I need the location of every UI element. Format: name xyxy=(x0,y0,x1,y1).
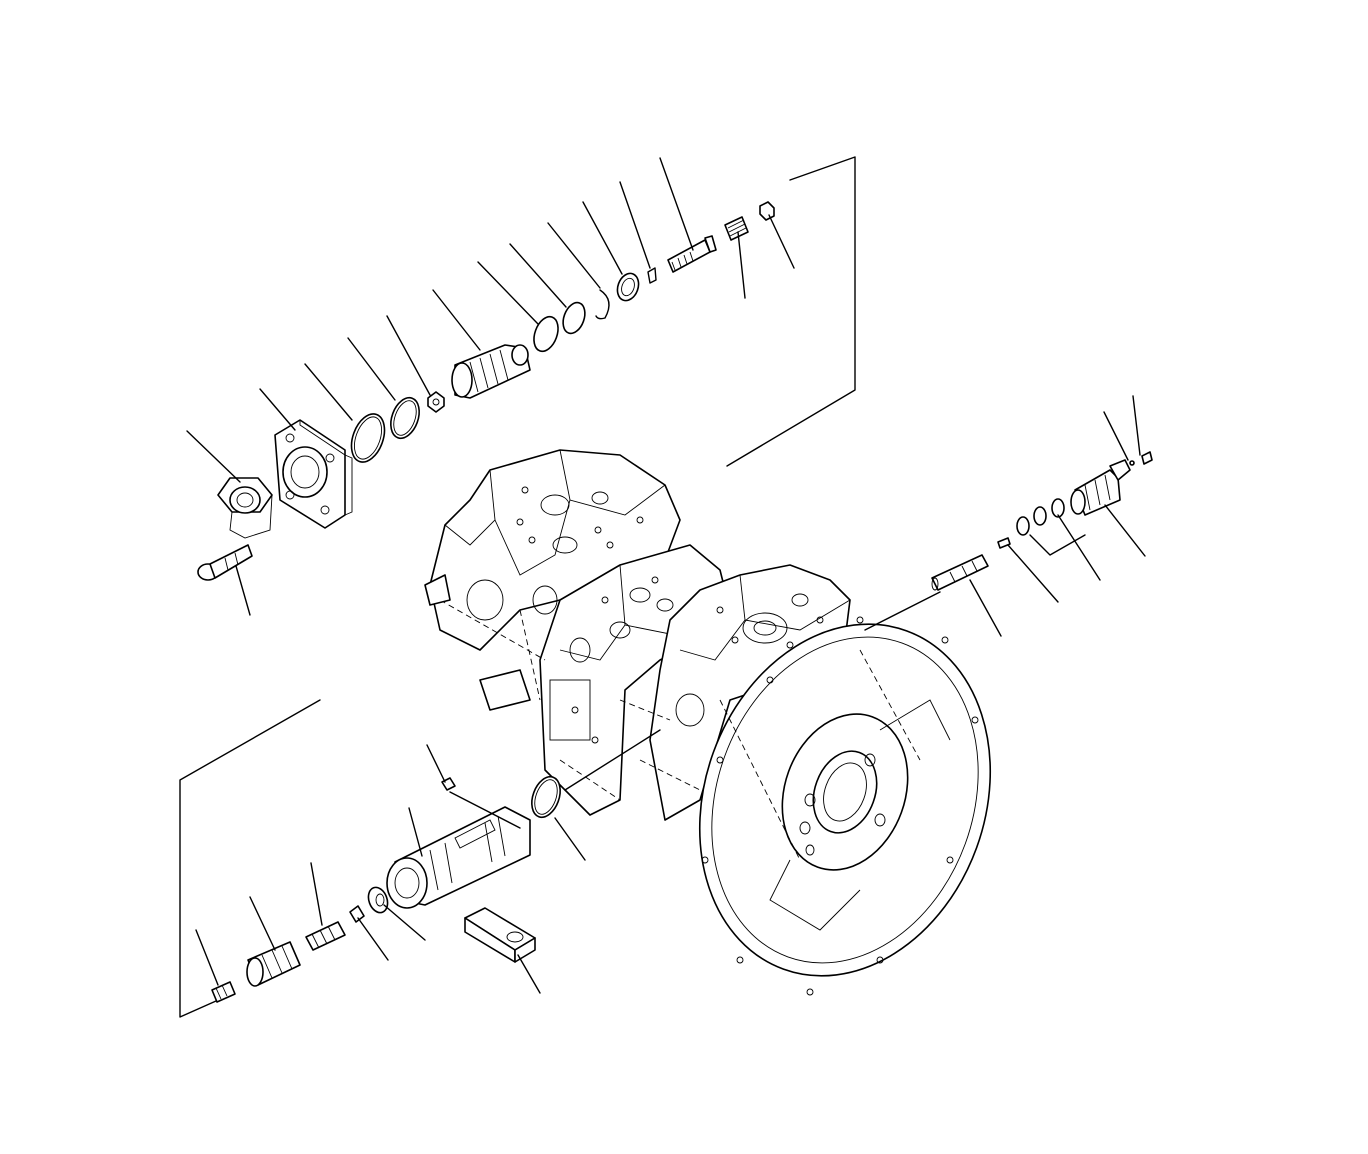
main-pump-assembly xyxy=(424,449,851,821)
upper-group-bracket xyxy=(726,156,856,467)
o-ring-1 xyxy=(350,413,386,463)
pump-side-fitting xyxy=(424,574,451,606)
washer xyxy=(616,272,640,302)
small-seat xyxy=(349,905,365,923)
mounting-flange xyxy=(698,616,992,996)
piston-sleeve xyxy=(451,344,531,399)
pump-hidden-lines xyxy=(439,599,701,801)
spring-seat xyxy=(367,886,389,914)
small-nut xyxy=(427,391,445,413)
servo-piston xyxy=(386,806,531,909)
valve-body-right xyxy=(1070,459,1131,516)
steel-ball xyxy=(1129,460,1135,466)
small-spring xyxy=(724,216,749,241)
stopper-block xyxy=(464,907,536,963)
o-ring-4 xyxy=(562,301,586,335)
hex-nut xyxy=(217,477,273,539)
o-ring-6 xyxy=(1033,506,1047,526)
pump-side-port xyxy=(479,669,531,711)
right-seal-bracket xyxy=(1029,534,1086,556)
cap-screw xyxy=(197,544,253,581)
o-ring-2 xyxy=(390,396,420,440)
spool xyxy=(931,554,989,591)
o-ring-7 xyxy=(531,775,561,819)
adjusting-screw-lower xyxy=(211,981,236,1003)
plug xyxy=(759,201,775,221)
leader-lines xyxy=(186,157,1146,994)
pin xyxy=(997,537,1011,549)
snap-ring xyxy=(595,289,610,320)
small-plug xyxy=(1141,451,1153,465)
lower-group-bracket xyxy=(179,699,321,1018)
inner-spring xyxy=(305,921,346,951)
outer-spring xyxy=(246,941,301,987)
adjusting-screw xyxy=(667,235,717,273)
small-pin xyxy=(647,267,657,284)
cover-plate xyxy=(274,419,353,529)
o-ring-5 xyxy=(1051,498,1065,518)
o-ring-3 xyxy=(533,315,559,353)
flange-bolt-holes xyxy=(701,616,979,996)
backup-ring xyxy=(1016,516,1030,536)
pump-valve-block-left xyxy=(429,449,681,651)
